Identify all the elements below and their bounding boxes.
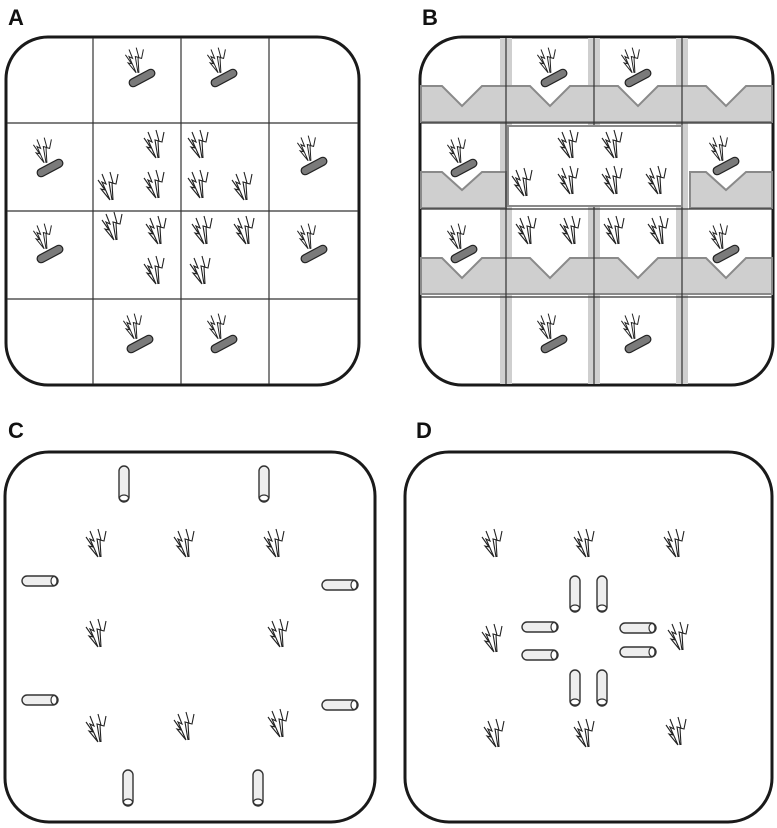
panel-b-center-box <box>507 125 683 207</box>
panel-label-b: B <box>422 5 438 30</box>
panel-a <box>4 35 361 387</box>
panel-d-border <box>403 450 774 824</box>
panel-label-c: C <box>8 418 24 443</box>
panel-b-horizontal-bands <box>420 85 773 295</box>
panel-a-grid <box>7 38 358 384</box>
panel-c-border <box>3 450 377 824</box>
panel-b <box>418 35 775 387</box>
panel-d <box>403 450 774 824</box>
panel-c <box>3 450 377 824</box>
panel-b-grid <box>421 38 772 384</box>
panel-label-d: D <box>416 418 432 443</box>
panel-label-a: A <box>8 5 24 30</box>
